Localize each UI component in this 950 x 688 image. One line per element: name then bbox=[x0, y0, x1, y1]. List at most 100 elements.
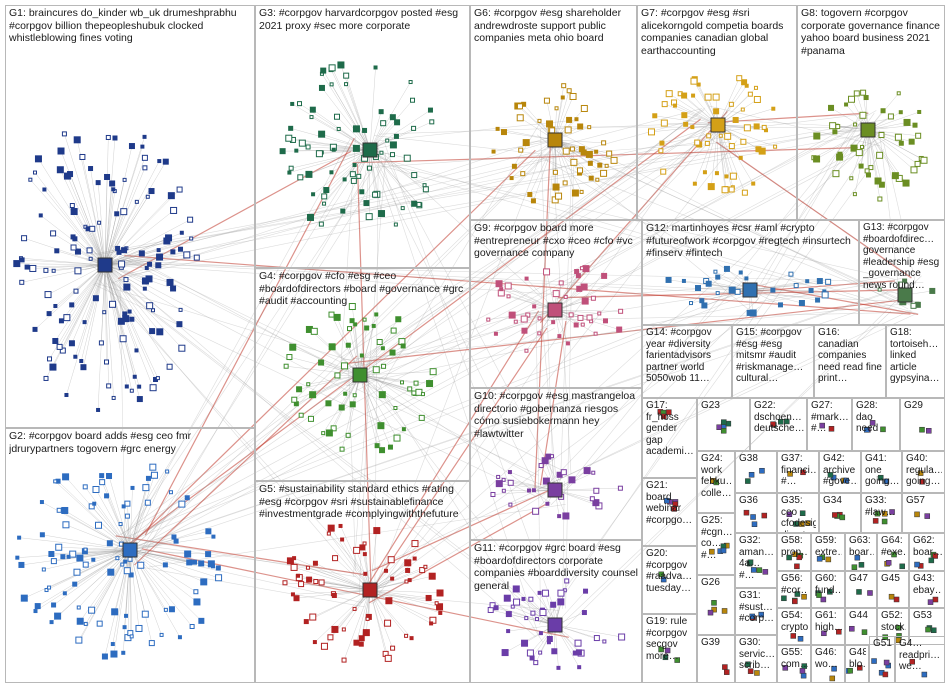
group-label-g34: G34 bbox=[823, 495, 858, 507]
group-box-g5: G5: #sustainability standard ethics #rat… bbox=[255, 481, 470, 683]
group-box-g31: G31: #sust… #corp… bbox=[735, 588, 777, 635]
group-box-g28: G28: dao need bbox=[852, 398, 900, 451]
group-box-g54: G54: crypto bbox=[777, 608, 811, 645]
group-box-g60: G60: fund… bbox=[811, 571, 845, 608]
group-label-g39: G39 bbox=[701, 637, 732, 649]
group-box-g42: G42: archive #gove… bbox=[819, 451, 861, 493]
group-label-g27: G27: #mark… #… bbox=[811, 400, 849, 435]
group-label-g53: G53 bbox=[913, 610, 942, 622]
group-box-g51: G51 bbox=[869, 636, 895, 683]
group-box-g13: G13: #corpgov #boardofdirec… governance … bbox=[859, 220, 945, 325]
group-label-g9: G9: #corpgov board more #entrepreneur #c… bbox=[474, 222, 639, 260]
group-box-g34: G34 bbox=[819, 493, 861, 533]
group-box-g62: G62: boar… bbox=[909, 533, 945, 571]
group-label-g25: G25: #cgn… co… #… bbox=[701, 515, 732, 561]
group-box-g16: G16: canadian companies need read fine p… bbox=[814, 325, 886, 398]
group-box-g32: G32: aman… 4a… #… bbox=[735, 533, 777, 588]
group-label-g3: G3: #corpgov harvardcorpgov posted #esg … bbox=[259, 7, 467, 32]
group-box-g30: G30: servic… scrib… bbox=[735, 635, 777, 683]
group-box-g37: G37: financi… #… bbox=[777, 451, 819, 493]
group-box-g2: G2: #corpgov board adds #esg ceo fmr jdr… bbox=[5, 428, 255, 683]
group-box-g23: G23 bbox=[697, 398, 750, 451]
group-box-g36: G36 bbox=[735, 493, 777, 533]
group-box-g7: G7: #corpgov #esg #sri alicekorngold com… bbox=[637, 5, 797, 220]
group-label-g35: G35: ceo cfodesign… direct… bbox=[781, 495, 816, 533]
group-label-g5: G5: #sustainability standard ethics #rat… bbox=[259, 483, 467, 521]
group-box-g19: G19: rule #corpgov secgov more… bbox=[642, 614, 697, 683]
group-label-g30: G30: servic… scrib… bbox=[739, 637, 774, 672]
group-label-g54: G54: crypto bbox=[781, 610, 808, 633]
group-label-g24: G24: work febku… colle… bbox=[701, 453, 732, 499]
group-box-g27: G27: #mark… #… bbox=[807, 398, 852, 451]
group-label-g21: G21: board webinar #corpgo… bbox=[646, 480, 694, 526]
group-label-g44: G44 bbox=[849, 610, 874, 622]
group-label-g10: G10: #corpgov #esg mastrangeloa director… bbox=[474, 390, 639, 440]
group-label-g7: G7: #corpgov #esg #sri alicekorngold com… bbox=[641, 7, 794, 57]
group-label-g47: G47 bbox=[849, 573, 874, 585]
group-label-g31: G31: #sust… #corp… bbox=[739, 590, 774, 625]
group-label-g33: G33: #law… bbox=[865, 495, 899, 518]
group-box-g56: G56: #cor… bbox=[777, 571, 811, 608]
group-box-g46: G46: wo… bbox=[811, 645, 845, 683]
group-label-g56: G56: #cor… bbox=[781, 573, 808, 596]
group-label-g62: G62: boar… bbox=[913, 535, 942, 558]
group-box-g63: G63: boar… bbox=[845, 533, 877, 571]
group-box-g8: G8: togovern #corpgov corporate governan… bbox=[797, 5, 945, 220]
group-box-g6: G6: #corpgov #esg shareholder andrewdros… bbox=[470, 5, 637, 220]
group-box-g1: G1: braincures do_kinder wb_uk drumeshpr… bbox=[5, 5, 255, 428]
group-label-g46: G46: wo… bbox=[815, 647, 842, 670]
group-label-g16: G16: canadian companies need read fine p… bbox=[818, 327, 883, 385]
group-label-g45: G45 bbox=[881, 573, 906, 585]
group-box-g9: G9: #corpgov board more #entrepreneur #c… bbox=[470, 220, 642, 388]
group-label-g14: G14: #corpgov year #diversity farientadv… bbox=[646, 327, 729, 385]
group-label-g48: G48: blo… bbox=[849, 647, 866, 670]
group-label-g63: G63: boar… bbox=[849, 535, 874, 558]
group-label-g57: G57 bbox=[906, 495, 942, 507]
group-box-g20: G20: #corpgov #raadva… tuesday… bbox=[642, 546, 697, 614]
group-box-g55: G55: com… bbox=[777, 645, 811, 683]
group-label-g8: G8: togovern #corpgov corporate governan… bbox=[801, 7, 942, 57]
group-label-g20: G20: #corpgov #raadva… tuesday… bbox=[646, 548, 694, 594]
group-box-g35: G35: ceo cfodesign… direct… bbox=[777, 493, 819, 533]
group-box-g47: G47 bbox=[845, 571, 877, 608]
group-box-g48: G48: blo… bbox=[845, 645, 869, 683]
group-label-g32: G32: aman… 4a… #… bbox=[739, 535, 774, 581]
group-box-g59: G59: extre… bbox=[811, 533, 845, 571]
group-box-g33: G33: #law… bbox=[861, 493, 902, 533]
group-box-g29: G29 bbox=[900, 398, 945, 451]
group-box-g58: G58: prop… bbox=[777, 533, 811, 571]
group-label-g2: G2: #corpgov board adds #esg ceo fmr jdr… bbox=[9, 430, 252, 455]
group-box-g4: G4: #corpgov #cfo #esg #ceo #boardofdire… bbox=[255, 268, 470, 481]
group-box-g64: G64: #exe… bbox=[877, 533, 909, 571]
group-label-g19: G19: rule #corpgov secgov more… bbox=[646, 616, 694, 662]
group-label-g11: G11: #corpgov #grc board #esg #boardofdi… bbox=[474, 542, 639, 592]
group-label-g51: G51 bbox=[873, 638, 892, 650]
group-label-g40: G40: regula… going… bbox=[906, 453, 942, 488]
group-label-g55: G55: com… bbox=[781, 647, 808, 670]
group-label-g49: G4… readpri… we… bbox=[899, 638, 942, 673]
group-label-g60: G60: fund… bbox=[815, 573, 842, 596]
group-box-g57: G57 bbox=[902, 493, 945, 533]
group-label-g6: G6: #corpgov #esg shareholder andrewdros… bbox=[474, 7, 634, 45]
group-box-g15: G15: #corpgov #esg #esg mitsmr #audit #r… bbox=[732, 325, 814, 398]
group-label-g28: G28: dao need bbox=[856, 400, 897, 435]
group-label-g43: G43: ebay… bbox=[913, 573, 942, 596]
group-box-g21: G21: board webinar #corpgo… bbox=[642, 478, 697, 546]
group-box-g12: G12: martinhoyes #csr #aml #crypto #futu… bbox=[642, 220, 859, 325]
group-box-g61: G61: high… bbox=[811, 608, 845, 645]
group-box-g25: G25: #cgn… co… #… bbox=[697, 513, 735, 575]
group-label-g17: G17: fr_hoss gender gap academi… bbox=[646, 400, 694, 458]
group-label-g59: G59: extre… bbox=[815, 535, 842, 558]
group-box-g43: G43: ebay… bbox=[909, 571, 945, 608]
group-box-g38: G38 bbox=[735, 451, 777, 493]
group-label-g38: G38 bbox=[739, 453, 774, 465]
group-box-g45: G45 bbox=[877, 571, 909, 608]
group-box-g14: G14: #corpgov year #diversity farientadv… bbox=[642, 325, 732, 398]
group-label-g18: G18: tortoiseh… linked article gypsyina… bbox=[890, 327, 942, 385]
group-label-g4: G4: #corpgov #cfo #esg #ceo #boardofdire… bbox=[259, 270, 467, 308]
group-label-g22: G22: dschoen… deutsche… bbox=[754, 400, 804, 435]
group-box-g22: G22: dschoen… deutsche… bbox=[750, 398, 807, 451]
group-label-g13: G13: #corpgov #boardofdirec… governance … bbox=[863, 222, 942, 291]
group-label-g41: G41: one going… bbox=[865, 453, 899, 488]
